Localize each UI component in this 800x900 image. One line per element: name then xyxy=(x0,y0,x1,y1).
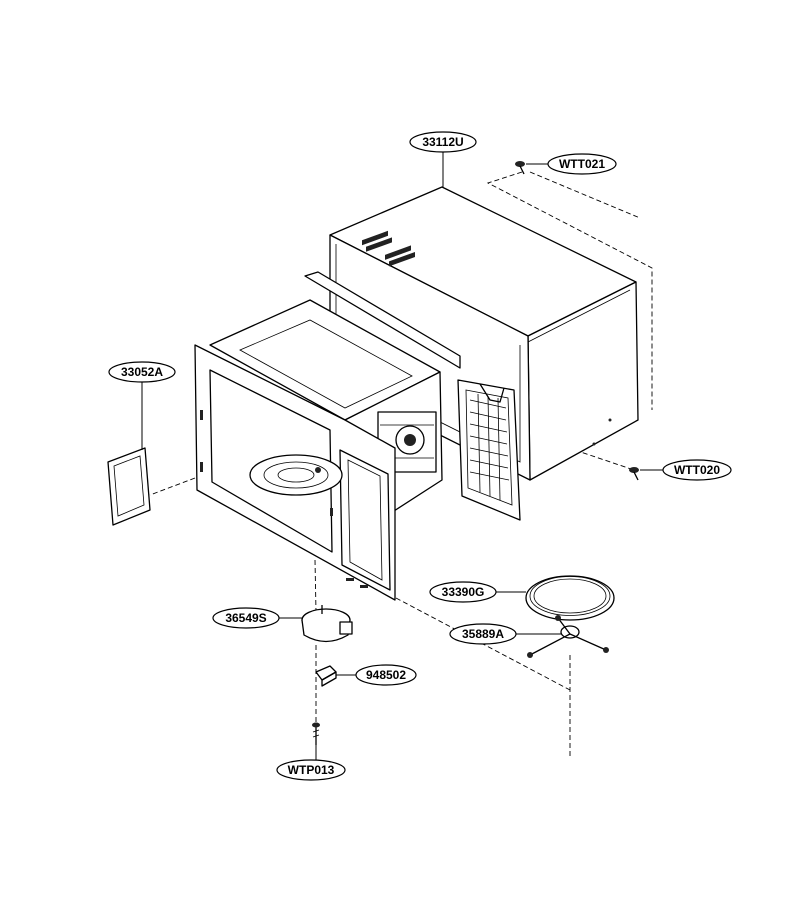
part-label-WTP013: WTP013 xyxy=(276,759,346,781)
part-label-36549S: 36549S xyxy=(212,607,280,629)
cavity-turntable xyxy=(249,454,343,496)
cabinet-vents xyxy=(362,230,415,267)
svg-text:33052A: 33052A xyxy=(121,365,163,379)
mesh-grid xyxy=(469,393,510,501)
leader-lines xyxy=(141,152,663,760)
back-panel xyxy=(457,379,521,521)
side-cover-plate xyxy=(107,447,151,526)
turntable-motor-icon xyxy=(301,605,353,643)
svg-text:WTP013: WTP013 xyxy=(288,763,335,777)
part-label-33112U: 33112U xyxy=(409,131,477,153)
part-label-WTT020: WTT020 xyxy=(662,459,732,481)
part-label-WTT021: WTT021 xyxy=(547,153,617,175)
svg-text:35889A: 35889A xyxy=(462,627,504,641)
svg-text:33390G: 33390G xyxy=(442,585,485,599)
svg-text:948502: 948502 xyxy=(366,668,406,682)
turntable-tray-icon xyxy=(525,575,615,621)
part-label-33052A: 33052A xyxy=(108,361,176,383)
screw-right-icon xyxy=(629,467,639,481)
part-label-33390G: 33390G xyxy=(429,581,497,603)
oven-cavity xyxy=(194,271,461,601)
svg-text:33112U: 33112U xyxy=(422,135,463,149)
part-label-948502: 948502 xyxy=(355,664,417,686)
screw-top-icon xyxy=(515,161,525,175)
svg-text:WTT020: WTT020 xyxy=(674,463,720,477)
alignment-lines xyxy=(149,171,653,758)
svg-text:36549S: 36549S xyxy=(225,611,266,625)
coupler-icon xyxy=(315,665,337,687)
svg-text:WTT021: WTT021 xyxy=(559,157,605,171)
screw-bottom-icon xyxy=(312,722,320,745)
roller-guide-icon xyxy=(527,615,609,658)
part-label-35889A: 35889A xyxy=(449,623,517,645)
